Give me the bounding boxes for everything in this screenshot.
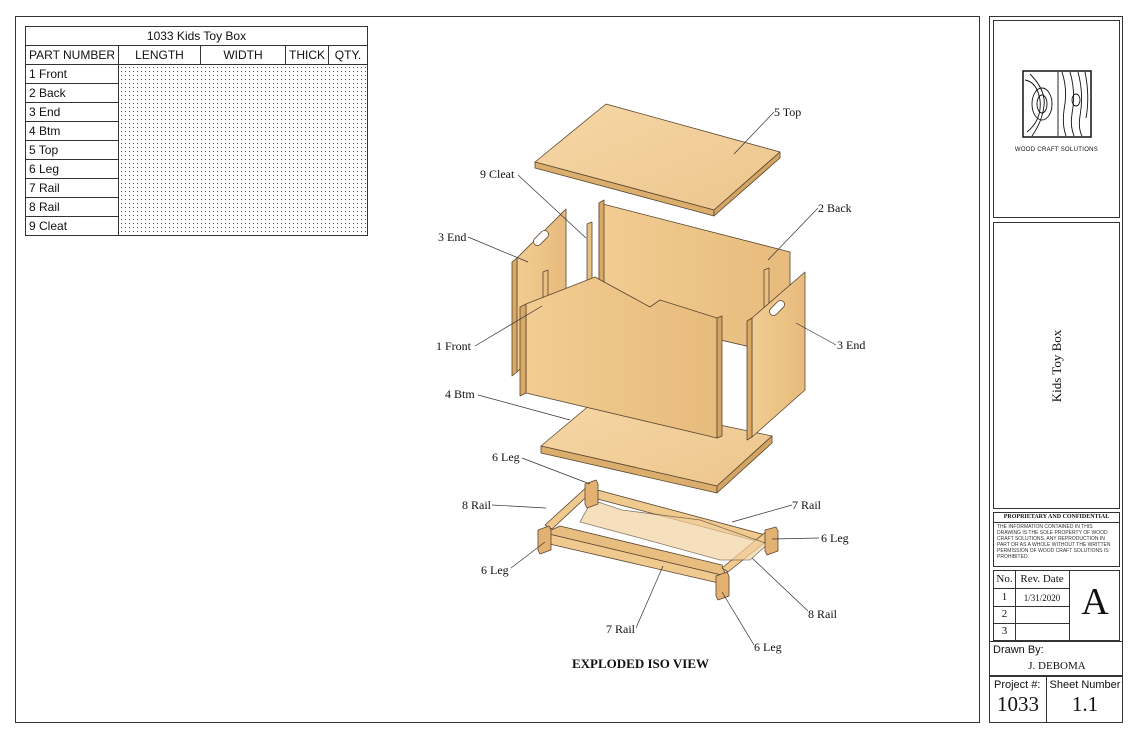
header-part-number: PART NUMBER [24,45,120,65]
exploded-iso-drawing [467,103,837,646]
drawn-by-box: Drawn By: J. DEBOMA [989,641,1123,676]
dimensions-area [118,64,369,236]
wood-grain-logo-icon [1022,70,1092,138]
label-btm: 4 Btm [445,387,475,401]
rev-no-header: No. [994,571,1016,589]
label-end-left: 3 End [438,230,467,244]
drawing-title: Kids Toy Box [1049,329,1064,403]
sheet-label: Sheet Number [1049,679,1121,691]
project-cell: Project #: 1033 [990,677,1047,722]
label-leg-top: 6 Leg [492,450,520,464]
drawing-title-box: Kids Toy Box [993,222,1120,509]
proprietary-box: PROPRIETARY AND CONFIDENTIAL THE INFORMA… [993,512,1120,567]
label-rail7-right: 7 Rail [792,498,821,512]
sheet-number: 1.1 [1071,692,1099,716]
project-label: Project #: [994,679,1041,691]
label-rail8-right: 8 Rail [808,607,837,621]
header-thick: THICK [285,45,330,65]
part-row-3: 3 End [24,102,120,122]
drawn-by-name: J. DEBOMA [1028,660,1086,672]
rev-date-header: Rev. Date [1015,571,1070,589]
revision-box: No. Rev. Date 1 1/31/2020 2 3 A [993,570,1120,641]
parts-table: 1033 Kids Toy Box PART NUMBER LENGTH WID… [24,26,369,236]
sheet-size: A [1081,581,1109,623]
rev-no-1: 1 [994,588,1016,607]
rev-no-3: 3 [994,623,1016,640]
rev-no-2: 2 [994,606,1016,624]
header-qty: QTY. [328,45,369,65]
drawn-by-label: Drawn By: [993,644,1044,656]
project-number: 1033 [997,692,1039,716]
top-panel [534,103,781,211]
part-row-7: 7 Rail [24,178,120,198]
leg-back-left [584,479,599,509]
leg-front-left [537,525,552,555]
rev-date-3 [1015,623,1070,640]
sheet-cell: Sheet Number 1.1 [1047,677,1123,722]
label-cleat: 9 Cleat [480,167,515,181]
leg-front-right [715,571,730,601]
label-leg-right: 6 Leg [821,531,849,545]
label-end-right: 3 End [837,338,866,352]
label-leg-left: 6 Leg [481,563,509,577]
proprietary-heading: PROPRIETARY AND CONFIDENTIAL [994,513,1119,523]
logo-text: WOOD CRAFT SOLUTIONS [1014,147,1099,153]
label-rail7-bottom: 7 Rail [606,622,635,636]
rev-date-2 [1015,606,1070,624]
drawing-frame [15,16,980,723]
label-top: 5 Top [774,105,802,119]
label-back: 2 Back [818,201,852,215]
part-row-9: 9 Cleat [24,216,120,236]
rev-date-1: 1/31/2020 [1015,588,1070,607]
label-rail8-left: 8 Rail [462,498,491,512]
proprietary-text: THE INFORMATION CONTAINED IN THIS DRAWIN… [997,524,1111,560]
leg-back-right [764,526,779,556]
project-sheet-box: Project #: 1033 Sheet Number 1.1 [989,676,1123,723]
label-leg-bottom: 6 Leg [754,640,782,654]
logo-box: WOOD CRAFT SOLUTIONS [993,20,1120,218]
label-front: 1 Front [436,339,472,353]
view-caption: EXPLODED ISO VIEW [572,656,710,671]
front-panel [525,276,718,439]
